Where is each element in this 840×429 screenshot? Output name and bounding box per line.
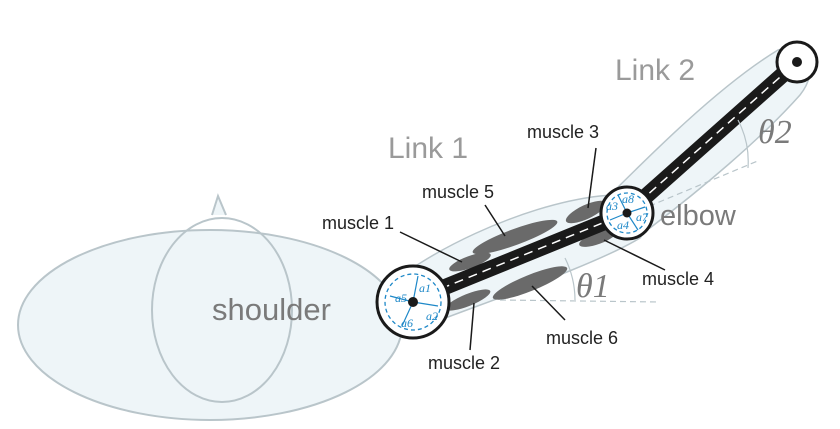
muscle-1-shape — [449, 252, 491, 272]
elbow-label: elbow — [660, 200, 737, 232]
shoulder-joint-center — [408, 297, 418, 307]
shoulder-arm-label-a6: a6 — [401, 316, 413, 330]
muscle-3-label: muscle 3 — [527, 122, 599, 142]
muscle-4-shape — [579, 229, 617, 247]
theta-2-arc — [737, 119, 749, 169]
shoulder-tip — [211, 193, 227, 216]
muscle-2-shape — [445, 289, 491, 311]
theta-1-arc — [564, 257, 576, 301]
torso-ellipse — [17, 229, 403, 421]
link-1-label: Link 1 — [388, 132, 468, 165]
leader-muscle-3 — [587, 147, 597, 209]
muscle-1-label: muscle 1 — [322, 213, 394, 233]
shoulder-arm-label-a2: a2 — [426, 309, 438, 323]
leader-muscle-1 — [399, 231, 463, 263]
muscle-4-label: muscle 4 — [642, 269, 714, 289]
shoulder-joint-inner — [384, 273, 442, 331]
leader-muscle-2 — [469, 302, 475, 351]
muscle-3-shape — [565, 200, 607, 224]
shoulder-arm-label-a5: a5 — [395, 291, 407, 305]
theta-2-label: θ2 — [758, 114, 792, 151]
end-effector-center — [792, 57, 802, 67]
leader-lines — [399, 147, 666, 351]
shoulder-arm-label-a1: a1 — [419, 281, 431, 295]
elbow-arm-label-a4: a4 — [617, 218, 629, 232]
shoulder-ellipse — [151, 217, 293, 403]
muscle-6-shape — [492, 266, 568, 300]
link-2-label: Link 2 — [615, 54, 695, 87]
muscle-5-shape — [472, 219, 558, 255]
theta-1-reference — [499, 299, 661, 303]
theta-1-label: θ1 — [576, 268, 610, 305]
elbow-joint-center — [622, 208, 632, 218]
link-2-centerline — [626, 61, 798, 214]
theta-2-reference — [639, 159, 761, 211]
leader-muscle-6 — [531, 285, 566, 321]
leader-muscle-5 — [484, 204, 506, 237]
muscle-2-label: muscle 2 — [428, 353, 500, 373]
elbow-arm-label-a3: a3 — [606, 199, 618, 213]
leader-muscle-4 — [603, 239, 666, 271]
link-1-centerline — [412, 212, 628, 301]
muscle-5-label: muscle 5 — [422, 182, 494, 202]
elbow-arm-label-a7: a7 — [636, 210, 649, 224]
elbow-joint-inner — [606, 192, 648, 234]
elbow-arm-label-a8: a8 — [622, 192, 634, 206]
shoulder-label: shoulder — [212, 292, 331, 327]
muscle-6-label: muscle 6 — [546, 328, 618, 348]
